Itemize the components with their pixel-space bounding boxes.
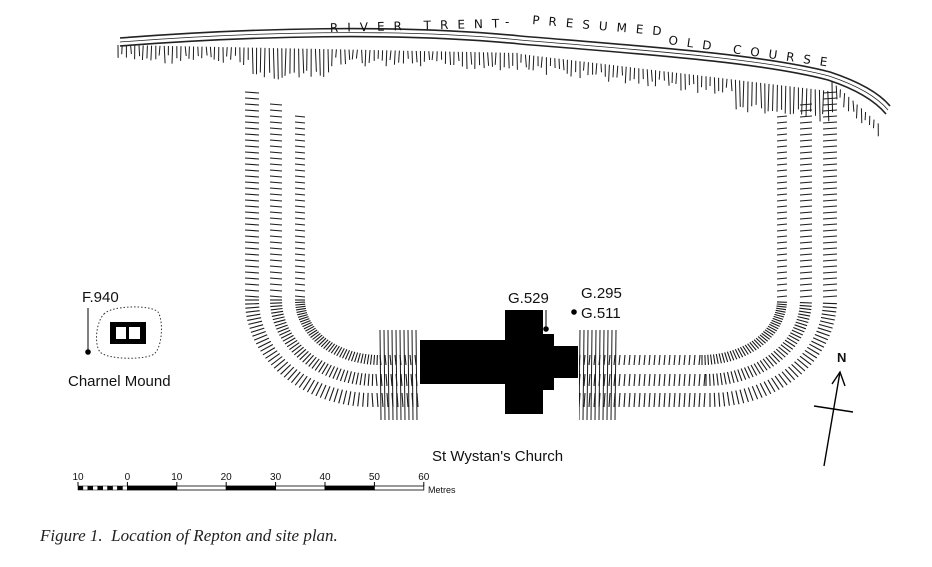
scale-tick-label: 40 bbox=[319, 472, 331, 483]
g295-label: G.295 bbox=[581, 285, 622, 302]
river-label-name: RIVER TRENT bbox=[330, 16, 509, 35]
g529-label: G.529 bbox=[508, 290, 549, 307]
scale-unit-label: Metres bbox=[428, 485, 456, 495]
church-plan bbox=[420, 310, 578, 414]
scale-tick-label: 10 bbox=[171, 472, 183, 483]
scale-tick-label: 0 bbox=[125, 472, 131, 483]
g511-point-marker bbox=[571, 309, 577, 315]
f940-label: F.940 bbox=[82, 289, 119, 306]
river-label-old-course: OLD COURSE bbox=[668, 33, 838, 70]
north-arrow bbox=[813, 370, 854, 467]
scale-tick-label: 60 bbox=[418, 472, 430, 483]
charnel-mound-label: Charnel Mound bbox=[68, 373, 171, 390]
g529-point-marker bbox=[543, 326, 549, 332]
scale-tick-label: 20 bbox=[221, 472, 233, 483]
north-label: N bbox=[837, 350, 846, 365]
f940-point-marker bbox=[85, 349, 91, 355]
charnel-mound bbox=[96, 306, 162, 359]
feature-markers bbox=[85, 308, 577, 355]
g511-label: G.511 bbox=[581, 305, 621, 322]
scale-tick-label: 30 bbox=[270, 472, 282, 483]
figure-caption: Figure 1. Location of Repton and site pl… bbox=[40, 526, 338, 545]
scale-tick-label: 50 bbox=[369, 472, 381, 483]
river-label-dash: - bbox=[505, 15, 518, 29]
church-label: St Wystan's Church bbox=[432, 448, 563, 465]
scale-tick-label: 10 bbox=[72, 472, 84, 483]
scale-bar: 10 0 10 20 30 40 50 60 bbox=[72, 472, 430, 491]
river-label-presumed: PRESUMED bbox=[532, 13, 671, 39]
river-trent-line bbox=[119, 27, 891, 115]
